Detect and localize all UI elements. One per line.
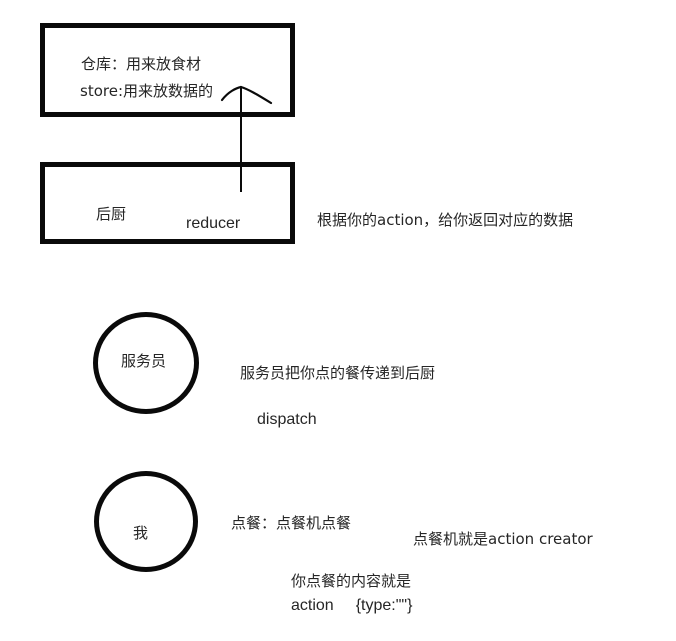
- action-creator-annotation-text: 点餐机就是action creator: [413, 530, 593, 548]
- reducer-box: [40, 162, 295, 244]
- reducer-box-kitchen-label: 后厨: [96, 205, 127, 223]
- order-annotation-text: 点餐：点餐机点餐: [231, 514, 352, 532]
- reducer-box-reducer-label: reducer: [186, 215, 241, 232]
- waiter-circle-label: 服务员: [121, 352, 167, 370]
- me-circle-label: 我: [133, 524, 149, 542]
- reducer-annotation-text: 根据你的action，给你返回对应的数据: [317, 211, 574, 229]
- action-keyword-label: action: [291, 597, 334, 614]
- action-content-annotation-text: 你点餐的内容就是: [291, 572, 412, 590]
- waiter-annotation-text: 服务员把你点的餐传递到后厨: [240, 364, 436, 382]
- me-circle: [94, 471, 198, 572]
- store-box: [40, 23, 295, 117]
- store-box-line-1: 仓库：用来放食材: [81, 55, 202, 73]
- store-box-line-2: store:用来放数据的: [80, 82, 213, 100]
- dispatch-label: dispatch: [257, 411, 317, 428]
- waiter-circle: [93, 312, 199, 414]
- action-type-object-label: {type:""}: [355, 597, 413, 614]
- action-shape-annotation: action {type:""}: [291, 596, 412, 616]
